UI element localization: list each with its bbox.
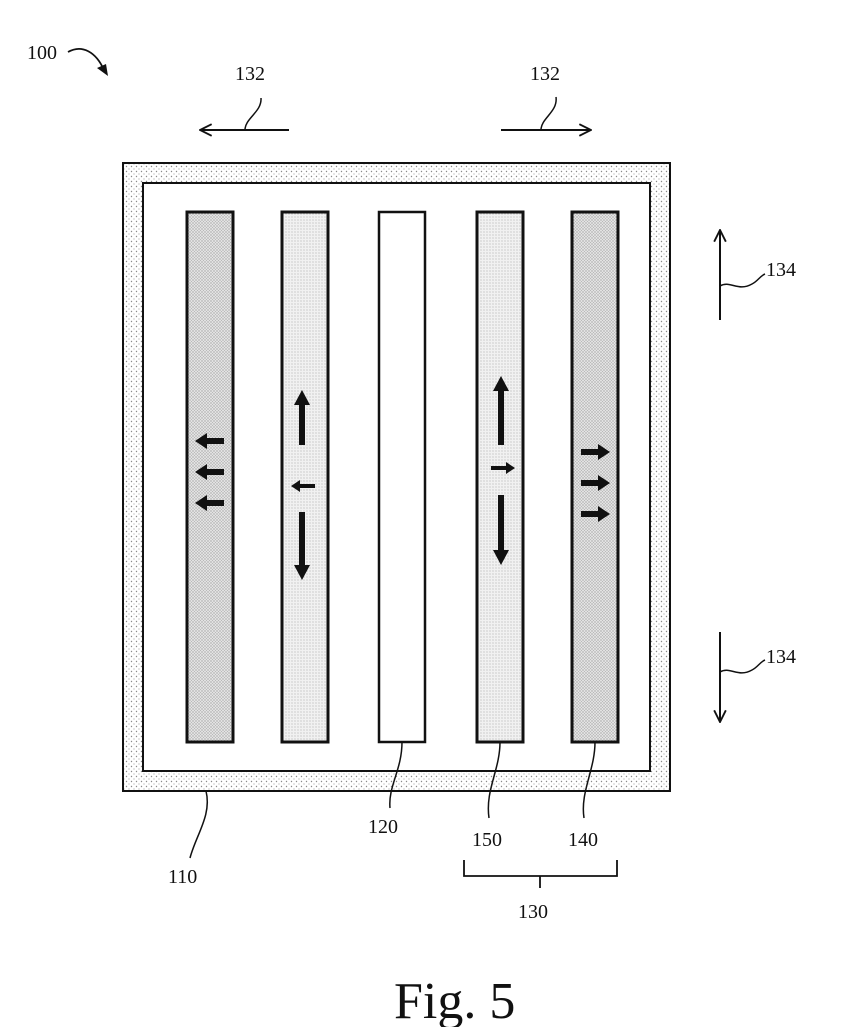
direction-arrow-132-right: [501, 97, 591, 130]
leader-line-110: [190, 791, 207, 858]
direction-arrow-132-left: [200, 98, 289, 130]
strip-center-120: [379, 212, 425, 742]
label-150: 150: [472, 829, 502, 851]
reference-arrowhead-icon: [97, 64, 108, 76]
label-120: 120: [368, 816, 398, 838]
label-134-top: 134: [766, 259, 796, 281]
label-110: 110: [168, 866, 197, 888]
direction-arrow-134-down: [720, 632, 765, 722]
reference-arrow-100: [68, 49, 104, 70]
label-100: 100: [27, 42, 57, 64]
label-134-bottom: 134: [766, 646, 796, 668]
label-132-right: 132: [530, 63, 560, 85]
strip-left-inner: [282, 212, 328, 742]
figure-caption: Fig. 5: [394, 973, 515, 1027]
strip-150: [477, 212, 523, 742]
brace-130: [464, 860, 617, 888]
label-140: 140: [568, 829, 598, 851]
strip-140: [572, 212, 618, 742]
strip-left-outer: [187, 212, 233, 742]
direction-arrow-134-up: [720, 230, 765, 320]
label-130: 130: [518, 901, 548, 923]
label-132-left: 132: [235, 63, 265, 85]
